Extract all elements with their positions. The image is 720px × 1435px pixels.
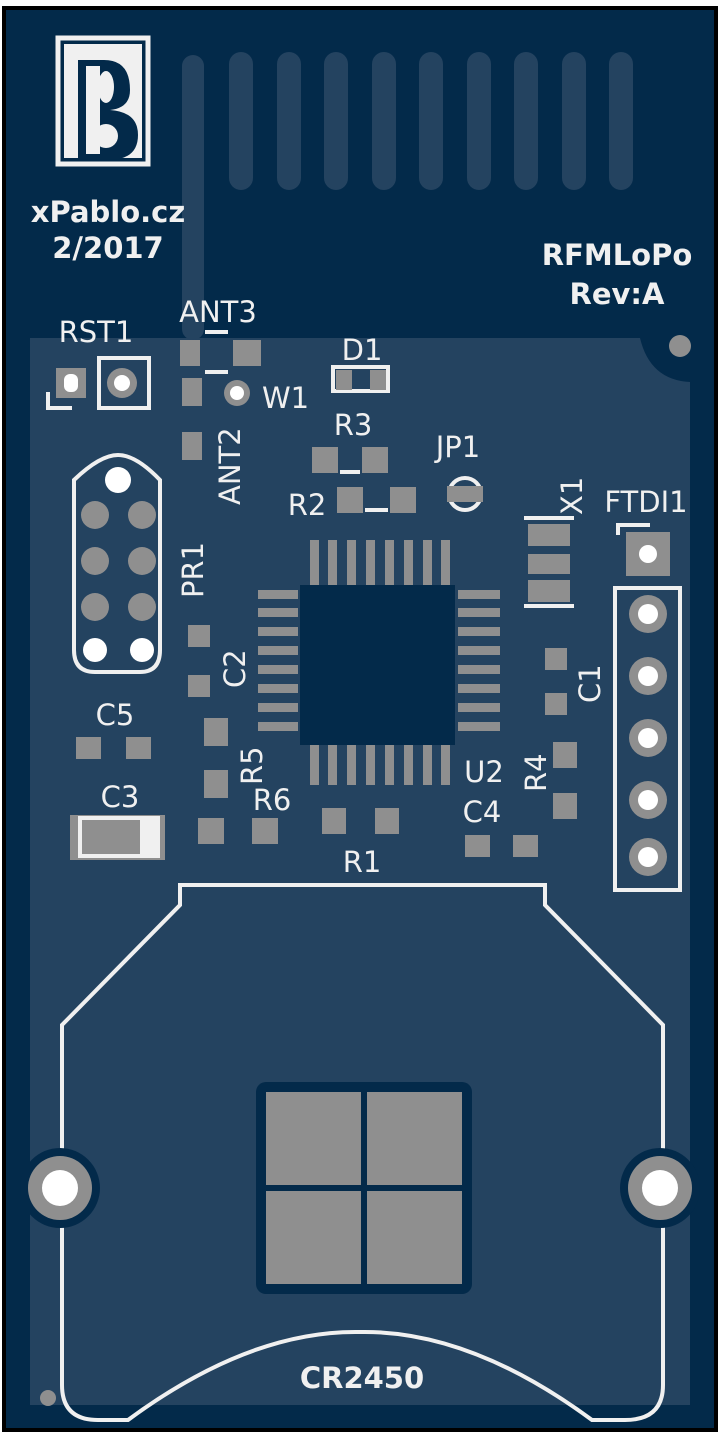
r4-label: R4 bbox=[519, 753, 553, 792]
c1-label: C1 bbox=[573, 664, 607, 703]
r3-label: R3 bbox=[334, 408, 373, 442]
ant3-label: ANT3 bbox=[179, 295, 257, 329]
ftdi1-label: FTDI1 bbox=[604, 485, 687, 519]
site-label: xPablo.cz bbox=[31, 195, 185, 229]
c3-label: C3 bbox=[101, 780, 140, 814]
cr2450-battery-holder bbox=[20, 883, 700, 1422]
corner-via bbox=[40, 1390, 56, 1406]
date-label: 2/2017 bbox=[52, 231, 163, 265]
ant2-label: ANT2 bbox=[213, 427, 247, 505]
r6-label: R6 bbox=[253, 783, 292, 817]
pcb-antenna bbox=[182, 52, 633, 340]
c4-label: C4 bbox=[463, 795, 502, 829]
mounting-via bbox=[669, 335, 691, 357]
x1-label: X1 bbox=[555, 477, 589, 515]
battery-label: CR2450 bbox=[300, 1361, 424, 1395]
r2-label: R2 bbox=[288, 488, 327, 522]
pr1-label: PR1 bbox=[176, 542, 210, 598]
project-name: RFMLoPo bbox=[542, 238, 693, 272]
rst1-label: RST1 bbox=[59, 315, 134, 349]
ftdi1-header bbox=[613, 523, 682, 892]
u2-label: U2 bbox=[464, 755, 504, 789]
c5-label: C5 bbox=[96, 698, 135, 732]
xpablo-logo bbox=[55, 35, 151, 167]
c3-capacitor bbox=[70, 815, 165, 860]
d1-label: D1 bbox=[342, 333, 383, 367]
rst1-header bbox=[46, 356, 151, 410]
u2-microcontroller bbox=[258, 540, 500, 785]
revision-label: Rev:A bbox=[570, 277, 666, 311]
w1-label: W1 bbox=[262, 381, 309, 415]
pr1-programming-header bbox=[72, 452, 162, 674]
crystal-x1 bbox=[524, 516, 574, 608]
r5-label: R5 bbox=[235, 746, 269, 785]
c2-label: C2 bbox=[218, 649, 252, 688]
r1-label: R1 bbox=[343, 845, 382, 879]
jp1-label: JP1 bbox=[434, 430, 481, 464]
